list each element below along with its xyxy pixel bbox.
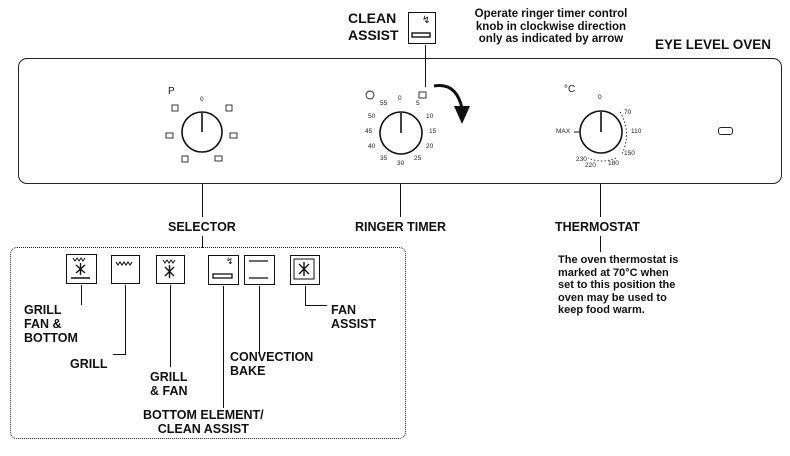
grill-leader-h [113,354,126,356]
ringer-tick-15: 15 [429,128,437,135]
clean-assist-label: CLEAN ASSIST [348,10,399,43]
grill-fan-icon [156,255,185,284]
selector-label: SELECTOR [168,220,236,234]
fan-assist-leader [305,286,307,306]
grill-label: GRILL [70,357,108,371]
bottom-element-clean-assist-icon: ↯ [208,255,239,285]
convection-bake-leader [259,286,261,354]
thermostat-label: THERMOSTAT [555,220,640,234]
grill-fan-bottom-leader [81,285,83,305]
ringer-timer-label: RINGER TIMER [355,220,446,234]
selector-legend-box [10,247,406,439]
thermostat-note: The oven thermostat is marked at 70°C wh… [558,254,679,316]
bottom-element-label: BOTTOM ELEMENT/ CLEAN ASSIST [143,408,264,436]
fan-assist-icon [290,255,320,285]
grill-fan-bottom-icon [66,254,97,284]
ringer-tick-50: 50 [368,113,376,120]
thermostat-knob-area: °C 0 MAX 70 110 150 180 220 230 [552,84,652,174]
thermostat-tick-70: 70 [624,109,632,116]
ringer-tick-10: 10 [426,113,434,120]
thermostat-unit: °C [564,84,576,95]
fan-assist-label: FAN ASSIST [331,303,377,331]
ringer-tick-40: 40 [368,143,376,150]
ringer-tick-5: 5 [416,100,420,107]
ringer-leader [400,184,402,217]
fan-assist-leader-h [305,305,327,307]
ringer-tick-45: 45 [365,128,373,135]
ringer-tick-20: 20 [426,143,434,150]
ringer-instruction-note: Operate ringer timer control knob in clo… [474,8,628,45]
ringer-tick-25: 25 [414,155,422,162]
ringer-tick-55: 55 [380,100,388,107]
legend-connector [202,236,204,248]
thermostat-max: MAX [556,128,571,135]
oven-control-panel [18,58,782,184]
grill-icon [111,255,140,284]
eye-level-oven-title: EYE LEVEL OVEN [655,37,772,52]
clean-assist-leader [425,45,427,87]
ringer-tick-35: 35 [380,155,388,162]
grill-fan-bottom-label: GRILL FAN & BOTTOM [24,303,78,345]
grill-leader [125,285,127,355]
svg-text:↯: ↯ [422,15,430,26]
clean-assist-icon: ↯ [408,12,436,44]
ringer-tick-30: 30 [397,160,405,167]
thermostat-tick-230: 230 [576,156,587,163]
thermostat-note-leader [600,236,602,252]
ringer-tick-0: 0 [398,95,402,102]
selector-zero-label: 0 [200,96,204,103]
bottom-element-leader [223,286,225,408]
selector-knob-area: P 0 [160,86,250,178]
selector-leader [202,184,204,217]
clockwise-arrow-icon [433,83,470,124]
convection-bake-icon [244,255,275,285]
grill-fan-label: GRILL & FAN [150,370,188,398]
thermostat-tick-110: 110 [631,128,642,135]
indicator-lamp [718,127,733,135]
thermostat-tick-220: 220 [585,162,596,169]
selector-p-label: P [168,86,175,97]
thermostat-zero: 0 [598,94,602,101]
svg-text:↯: ↯ [226,257,234,267]
convection-bake-label: CONVECTION BAKE [230,350,314,378]
grill-fan-leader [170,285,172,367]
thermostat-tick-150: 150 [624,150,635,157]
thermostat-tick-180: 180 [608,160,619,167]
thermostat-leader [600,184,602,217]
ringer-timer-knob-area: 0 5 10 15 20 25 30 35 40 45 50 55 [355,86,455,176]
